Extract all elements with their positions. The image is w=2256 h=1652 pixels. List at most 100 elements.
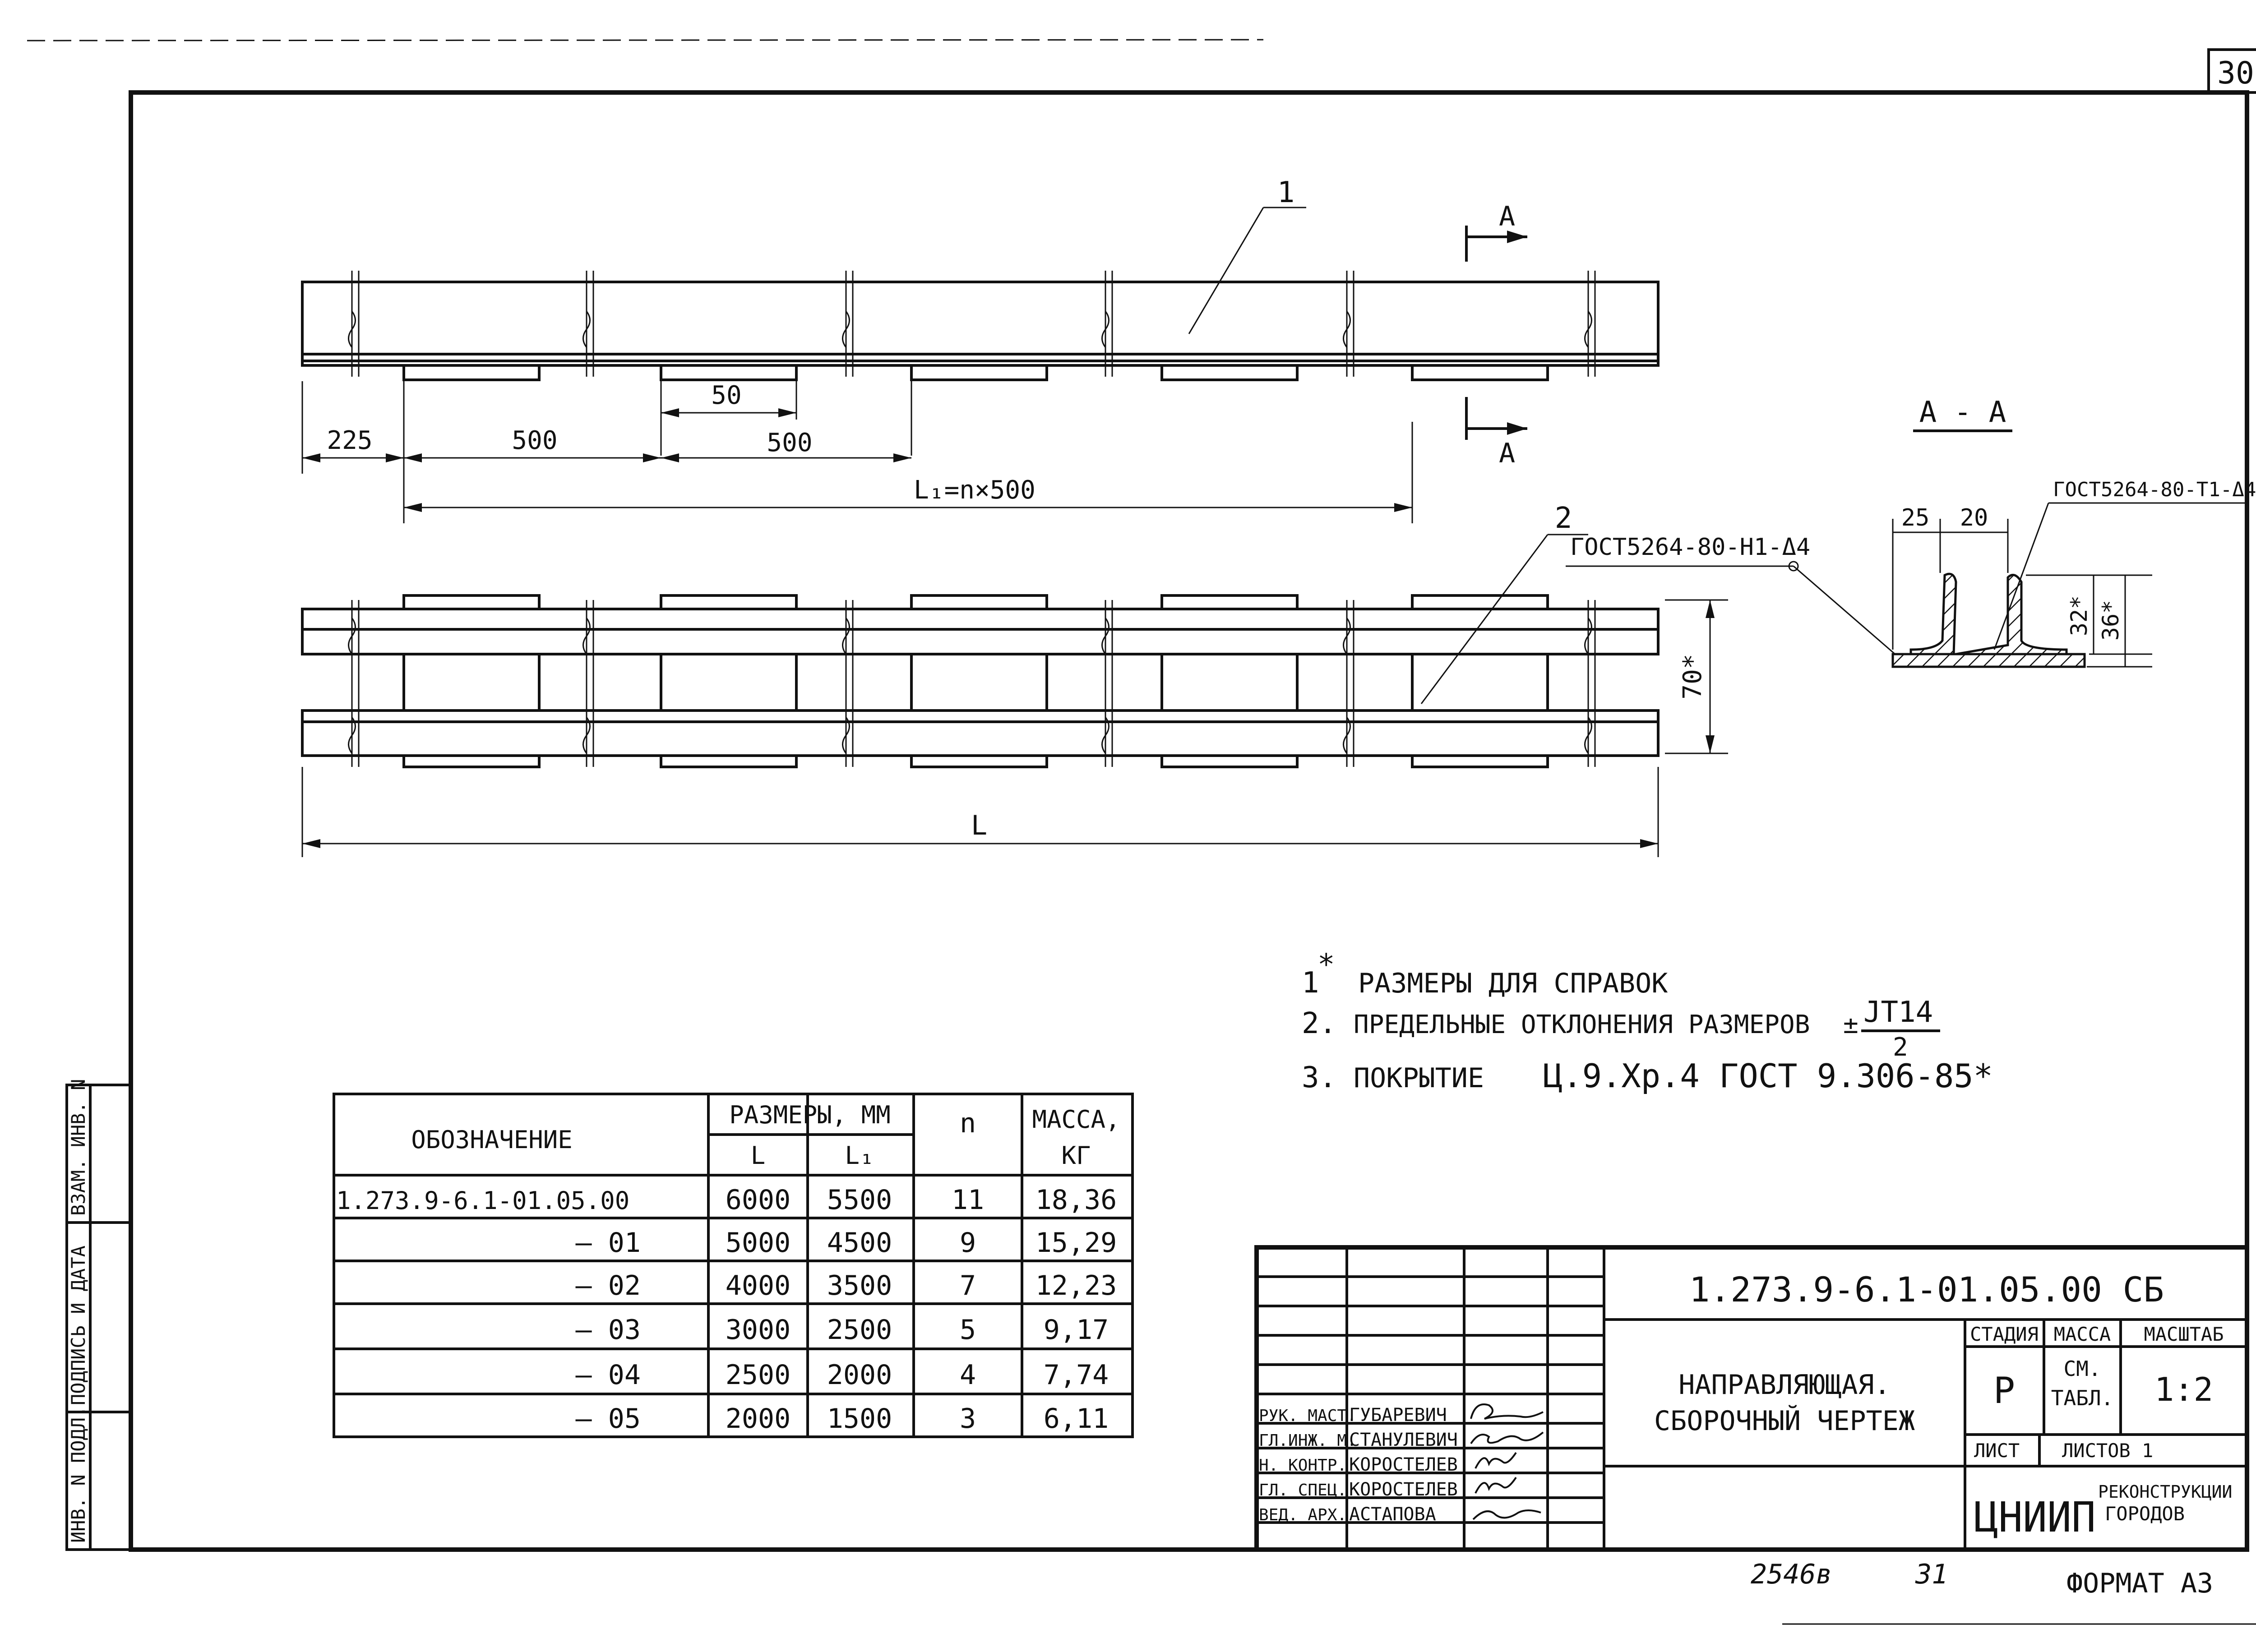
header-scale: МАСШТАБ — [2144, 1323, 2224, 1345]
dim-225: 225 — [327, 426, 372, 455]
staff-role: ГЛ. СПЕЦ. — [1259, 1481, 1347, 1500]
sec-dim-36: 36* — [2098, 600, 2124, 641]
staff-role: ВЕД. АРХ. — [1259, 1506, 1347, 1524]
staff-role: Н. КОНТР. — [1259, 1456, 1347, 1475]
row-L1: 3500 — [827, 1270, 892, 1301]
table-header-designation: ОБОЗНАЧЕНИЕ — [411, 1126, 573, 1154]
weld-note: ГОСТ5264-80-Н1-Δ4 — [1570, 534, 1810, 561]
row-L1: 4500 — [827, 1227, 892, 1259]
org-line-1: РЕКОНСТРУКЦИИ — [2098, 1482, 2232, 1502]
doc-title-line-1: НАПРАВЛЯЮЩАЯ. — [1678, 1369, 1891, 1401]
drawing-frame — [129, 90, 2249, 1552]
note-3-text: ПОКРЫТИЕ — [1354, 1062, 1484, 1094]
row-mass: 6,11 — [1044, 1403, 1109, 1435]
table-row: — 03 3000 2500 5 9,17 — [576, 1314, 1109, 1346]
signatures — [1470, 1403, 1544, 1520]
row-n: 11 — [952, 1184, 984, 1216]
header-stage: СТАДИЯ — [1970, 1323, 2039, 1345]
note-3-number: 3. — [1302, 1061, 1336, 1094]
row-L: 2000 — [726, 1403, 791, 1435]
staff-name: СТАНУЛЕВИЧ — [1349, 1430, 1458, 1450]
side-inv-original: ИНВ. N ПОДЛ. — [67, 1406, 89, 1543]
staff-name: АСТАПОВА — [1349, 1504, 1436, 1525]
section-a-a: А - А 25 20 32* 36* ГОСТ5264-80-Т1-Δ4 — [1891, 396, 2256, 668]
sec-dim-32: 32* — [2066, 595, 2092, 636]
dim-500-first: 500 — [512, 426, 557, 455]
row-mass: 7,74 — [1044, 1359, 1109, 1391]
side-strip: ИНВ. N ПОДЛ. ПОДПИСЬ И ДАТА ВЗАМ. ИНВ. N — [65, 1079, 132, 1551]
row-designation: — 02 — [576, 1270, 641, 1301]
note-1-star: * — [1318, 948, 1335, 982]
mass-value-line-2: ТАБЛ. — [2051, 1386, 2113, 1410]
side-inv-replaced: ВЗАМ. ИНВ. N — [67, 1079, 89, 1216]
dim-500-second: 500 — [767, 428, 812, 457]
plan-view: 2 ГОСТ5264-80-Н1-Δ4 70* L — [301, 502, 1895, 857]
row-mass: 18,36 — [1036, 1184, 1117, 1216]
dim-70: 70* — [1678, 654, 1707, 699]
section-title: А - А — [1919, 396, 2006, 429]
staff-name: КОРОСТЕЛЕВ — [1349, 1479, 1458, 1500]
notes: 1 * РАЗМЕРЫ ДЛЯ СПРАВОК 2. ПРЕДЕЛЬНЫЕ ОТ… — [1302, 948, 1993, 1095]
note-2-fraction-den: 2 — [1893, 1033, 1908, 1062]
note-2-number: 2. — [1302, 1007, 1336, 1040]
row-L1: 1500 — [827, 1403, 892, 1435]
header-mass: МАССА — [2054, 1323, 2111, 1345]
dim-L: L — [971, 810, 987, 841]
dim-l1: L₁=n×500 — [914, 475, 1036, 505]
row-designation: — 05 — [576, 1403, 641, 1435]
table-header-sizes: РАЗМЕРЫ, ММ — [729, 1101, 891, 1129]
row-L1: 2500 — [827, 1314, 892, 1346]
side-sign-date: ПОДПИСЬ И ДАТА — [67, 1246, 89, 1405]
row-designation: 1.273.9-6.1-01.05.00 — [336, 1186, 629, 1215]
row-L: 6000 — [726, 1184, 791, 1216]
row-designation: — 03 — [576, 1314, 641, 1346]
table-row: — 05 2000 1500 3 6,11 — [576, 1403, 1109, 1435]
row-L1: 2000 — [827, 1359, 892, 1391]
spec-table: ОБОЗНАЧЕНИЕ РАЗМЕРЫ, ММ L L₁ n МАССА, КГ… — [333, 1093, 1134, 1438]
row-mass: 15,29 — [1036, 1227, 1117, 1259]
sheet-label: ЛИСТ — [1974, 1440, 2020, 1462]
note-1-text: РАЗМЕРЫ ДЛЯ СПРАВОК — [1358, 968, 1668, 999]
table-header-mass: МАССА, — [1032, 1105, 1120, 1134]
row-L1: 5500 — [827, 1184, 892, 1216]
row-n: 3 — [960, 1403, 976, 1435]
staff-role: РУК. МАСТ. — [1259, 1407, 1357, 1425]
position-2-label: 2 — [1555, 502, 1572, 535]
section-mark-top: А — [1499, 201, 1515, 232]
table-header-mass-unit: КГ — [1061, 1141, 1091, 1170]
sec-dim-25: 25 — [1901, 504, 1930, 531]
format-label: ФОРМАТ А3 — [2066, 1568, 2213, 1599]
note-2-pm: ± — [1843, 1010, 1858, 1039]
doc-code: 1.273.9-6.1-01.05.00 СБ — [1689, 1269, 2164, 1310]
row-designation: — 04 — [576, 1359, 641, 1391]
org-abbr: ЦНИИП — [1974, 1493, 2096, 1541]
row-L: 4000 — [726, 1270, 791, 1301]
staff-name: ГУБАРЕВИЧ — [1349, 1405, 1447, 1426]
row-n: 7 — [960, 1270, 976, 1301]
stage-value: Р — [1993, 1370, 2015, 1412]
sheets-label: ЛИСТОВ 1 — [2062, 1440, 2153, 1462]
row-L: 5000 — [726, 1227, 791, 1259]
table-row: — 02 4000 3500 7 12,23 — [576, 1270, 1117, 1301]
staff-name: КОРОСТЕЛЕВ — [1349, 1454, 1458, 1475]
table-row: 1.273.9-6.1-01.05.00 6000 5500 11 18,36 — [336, 1184, 1117, 1216]
row-n: 4 — [960, 1359, 976, 1391]
handwritten-page: 31 — [1915, 1559, 1948, 1590]
table-header-L: L — [751, 1141, 766, 1170]
position-1-label: 1 — [1277, 176, 1295, 209]
top-edge-line — [27, 39, 1264, 42]
table-row: — 04 2500 2000 4 7,74 — [576, 1359, 1109, 1391]
sec-dim-20: 20 — [1960, 504, 1988, 531]
row-designation: — 01 — [576, 1227, 641, 1259]
org-line-2: ГОРОДОВ — [2105, 1503, 2185, 1525]
note-2-fraction-num: JT14 — [1863, 996, 1933, 1029]
table-header-n: n — [960, 1107, 976, 1139]
title-block: 1.273.9-6.1-01.05.00 СБ НАПРАВЛЯЮЩАЯ. СБ… — [1254, 1245, 2249, 1552]
doc-title-line-2: СБОРОЧНЫЙ ЧЕРТЕЖ — [1654, 1404, 1915, 1437]
row-L: 2500 — [726, 1359, 791, 1391]
dim-50: 50 — [711, 381, 741, 410]
row-n: 9 — [960, 1227, 976, 1259]
page-number-box — [2207, 48, 2256, 94]
table-row: — 01 5000 4500 9 15,29 — [576, 1227, 1117, 1259]
